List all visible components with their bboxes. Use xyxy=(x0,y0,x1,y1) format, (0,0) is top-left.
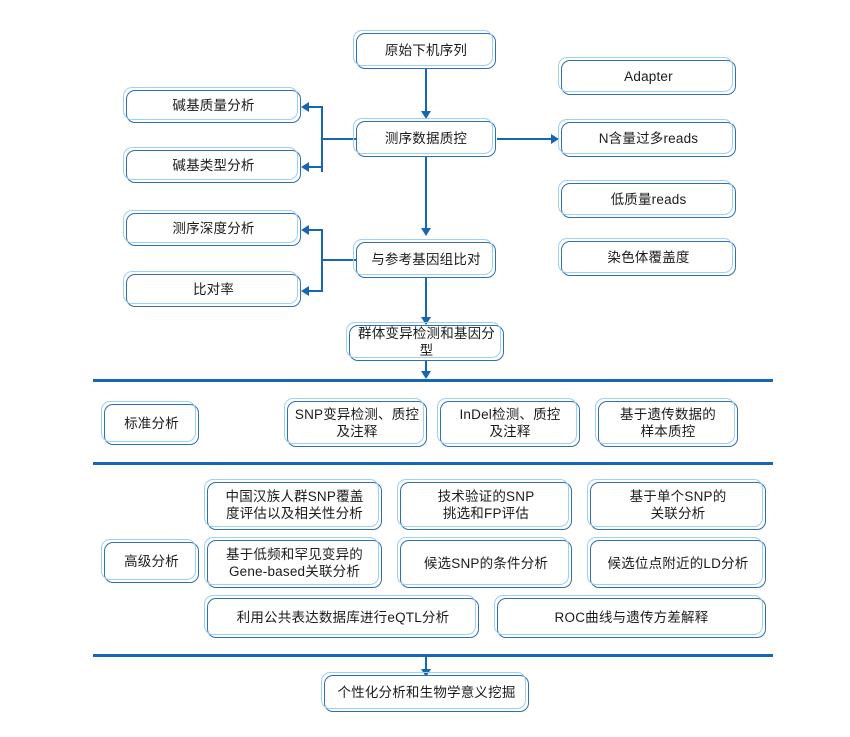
node-adapter-label: Adapter xyxy=(624,69,673,85)
node-depth-label: 测序深度分析 xyxy=(172,221,255,237)
divider-advanced-analysis xyxy=(93,462,773,465)
node-personalized[interactable]: 个性化分析和生物学意义挖掘 xyxy=(321,672,529,712)
advanced-item-0-2-label: 基于单个SNP的 关联分析 xyxy=(629,489,727,521)
advanced-item-0-1[interactable]: 技术验证的SNP 挑选和FP评估 xyxy=(397,479,572,530)
node-raw-reads-label: 原始下机序列 xyxy=(384,42,468,58)
divider-personalized-analysis xyxy=(93,654,773,657)
advanced-item-1-2-label: 候选位点附近的LD分析 xyxy=(607,555,749,571)
section-label-advanced[interactable]: 高级分析 xyxy=(101,539,199,583)
connector-qc-to-base-quality xyxy=(309,106,323,108)
node-chr-coverage[interactable]: 染色体覆盖度 xyxy=(558,238,736,276)
node-personalized-label: 个性化分析和生物学意义挖掘 xyxy=(337,685,516,701)
connector-align-left-bus xyxy=(321,229,323,292)
advanced-item-1-1[interactable]: 候选SNP的条件分析 xyxy=(397,537,572,588)
node-variant-calling-label: 群体变异检测和基因分型 xyxy=(358,326,495,358)
connector-variant-to-standard xyxy=(425,361,427,375)
advanced-item-1-1-label: 候选SNP的条件分析 xyxy=(423,555,549,571)
section-label-advanced-text: 高级分析 xyxy=(124,554,179,570)
node-base-quality[interactable]: 碱基质量分析 xyxy=(123,87,301,123)
node-low-quality-reads-label: 低质量reads xyxy=(610,192,687,208)
advanced-item-2-1-label: ROC曲线与遗传方差解释 xyxy=(554,609,709,625)
advanced-item-0-0-label: 中国汉族人群SNP覆盖 度评估以及相关性分析 xyxy=(225,489,364,521)
arrowhead-base-quality xyxy=(301,102,309,112)
advanced-item-1-2[interactable]: 候选位点附近的LD分析 xyxy=(587,537,766,588)
node-raw-reads[interactable]: 原始下机序列 xyxy=(353,30,496,69)
standard-item-2[interactable]: 基于遗传数据的 样本质控 xyxy=(595,398,738,447)
connector-raw-to-qc xyxy=(425,69,427,115)
arrowhead-map-rate xyxy=(301,286,309,296)
connector-qc-to-base-type xyxy=(309,166,323,168)
advanced-item-0-2[interactable]: 基于单个SNP的 关联分析 xyxy=(587,479,766,530)
standard-item-0[interactable]: SNP变异检测、质控 及注释 xyxy=(284,398,427,447)
node-qc[interactable]: 测序数据质控 xyxy=(353,118,496,157)
node-map-rate[interactable]: 比对率 xyxy=(123,271,301,307)
node-align-ref-label: 与参考基因组比对 xyxy=(371,251,481,267)
arrowhead-to-personalized xyxy=(421,669,431,677)
node-qc-label: 测序数据质控 xyxy=(384,130,468,146)
node-n-reads-label: N含量过多reads xyxy=(598,131,699,147)
arrowhead-raw-to-qc xyxy=(421,111,431,119)
arrowhead-qc-to-align xyxy=(421,228,431,236)
arrowhead-variant-to-standard xyxy=(421,371,431,379)
section-label-standard[interactable]: 标准分析 xyxy=(101,401,199,445)
advanced-item-2-0[interactable]: 利用公共表达数据库进行eQTL分析 xyxy=(204,595,479,638)
arrowhead-depth xyxy=(301,225,309,235)
arrowhead-base-type xyxy=(301,162,309,172)
node-align-ref[interactable]: 与参考基因组比对 xyxy=(353,239,496,278)
node-adapter[interactable]: Adapter xyxy=(558,57,736,95)
advanced-item-0-0[interactable]: 中国汉族人群SNP覆盖 度评估以及相关性分析 xyxy=(204,479,382,530)
advanced-item-2-0-label: 利用公共表达数据库进行eQTL分析 xyxy=(236,609,450,625)
standard-item-1[interactable]: InDel检测、质控 及注释 xyxy=(437,398,580,447)
advanced-item-2-1[interactable]: ROC曲线与遗传方差解释 xyxy=(494,595,766,638)
advanced-item-0-1-label: 技术验证的SNP 挑选和FP评估 xyxy=(437,489,535,521)
node-base-quality-label: 碱基质量分析 xyxy=(172,98,255,114)
node-base-type-label: 碱基类型分析 xyxy=(172,158,255,174)
node-variant-calling[interactable]: 群体变异检测和基因分型 xyxy=(346,322,504,361)
divider-standard-analysis xyxy=(93,379,773,382)
connector-align-to-map-rate xyxy=(309,290,323,292)
node-chr-coverage-label: 染色体覆盖度 xyxy=(607,250,690,266)
connector-qc-to-n-reads xyxy=(497,138,553,140)
connector-qc-left-bus xyxy=(321,106,323,172)
standard-item-2-label: 基于遗传数据的 样本质控 xyxy=(620,407,716,439)
connector-align-left-stub xyxy=(321,259,358,261)
connector-to-personalized xyxy=(425,656,427,673)
section-label-standard-text: 标准分析 xyxy=(124,416,179,432)
connector-align-to-depth xyxy=(309,229,323,231)
advanced-item-1-0-label: 基于低频和罕见变异的 Gene-based关联分析 xyxy=(226,547,363,579)
advanced-item-1-0[interactable]: 基于低频和罕见变异的 Gene-based关联分析 xyxy=(204,537,382,588)
arrowhead-align-to-variant xyxy=(421,317,431,325)
standard-item-0-label: SNP变异检测、质控 及注释 xyxy=(294,407,420,439)
node-depth[interactable]: 测序深度分析 xyxy=(123,210,301,246)
connector-qc-to-align xyxy=(425,157,427,232)
node-n-reads[interactable]: N含量过多reads xyxy=(558,119,736,157)
node-map-rate-label: 比对率 xyxy=(192,282,235,298)
standard-item-1-label: InDel检测、质控 及注释 xyxy=(459,407,561,439)
connector-align-to-variant xyxy=(425,278,427,321)
arrowhead-n-reads xyxy=(551,134,559,144)
node-base-type[interactable]: 碱基类型分析 xyxy=(123,147,301,183)
connector-qc-left-stub xyxy=(321,138,358,140)
node-low-quality-reads[interactable]: 低质量reads xyxy=(558,180,736,218)
